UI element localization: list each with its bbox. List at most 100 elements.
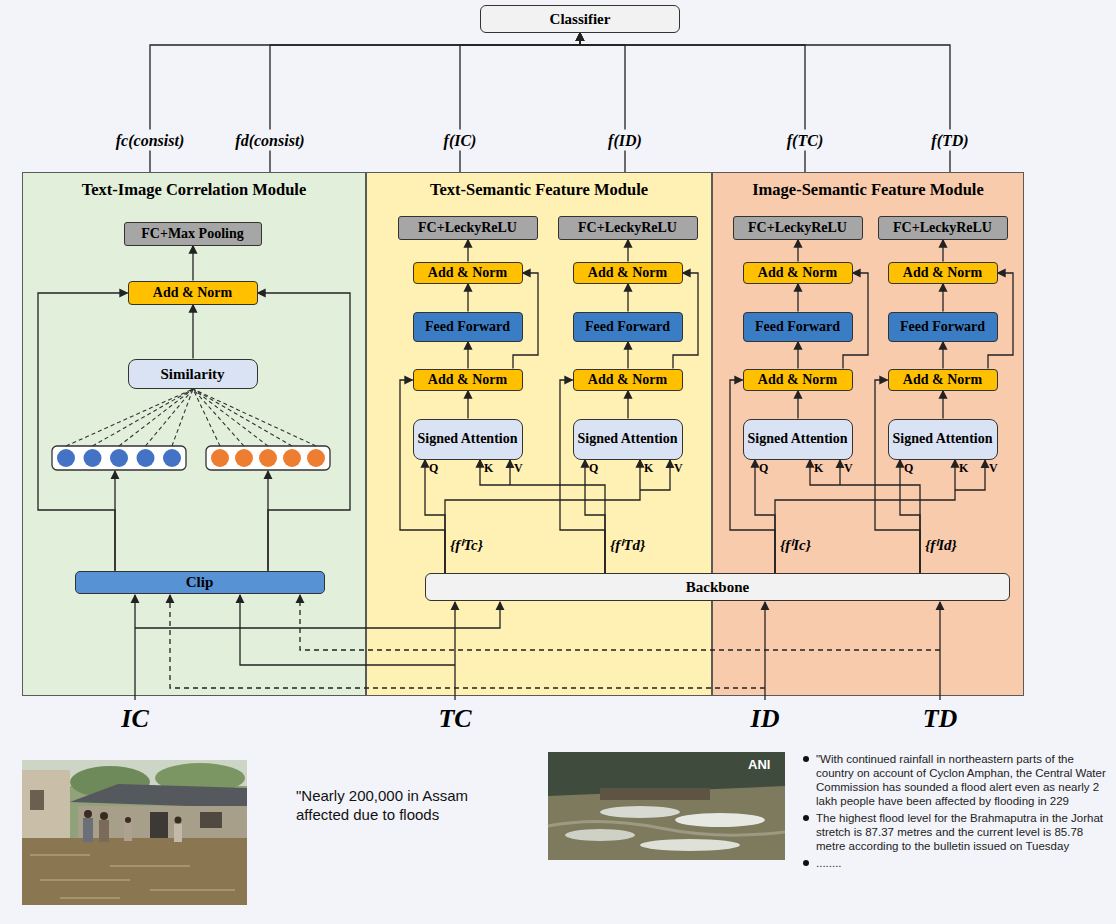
- connector-arrow: [580, 33, 805, 172]
- box-label: Similarity: [160, 366, 224, 382]
- vector-cell: [84, 449, 102, 467]
- bullet-list: "With continued rainfall in northeastern…: [800, 752, 1108, 870]
- box-label: Add & Norm: [153, 285, 232, 301]
- add-norm-box: Add & Norm: [743, 369, 853, 391]
- input-label: TC: [438, 704, 471, 734]
- photo-wall: [78, 806, 247, 842]
- connector-arrow: [797, 342, 798, 369]
- connector-arrow: [900, 460, 920, 574]
- vector-cell: [163, 449, 181, 467]
- connector-arrow: [192, 305, 193, 359]
- vector-cell: [259, 449, 277, 467]
- input-label: ID: [751, 704, 780, 734]
- box-label: Add & Norm: [758, 265, 837, 281]
- connector-arrow: [460, 33, 580, 172]
- feature-label: f(TC): [784, 130, 826, 151]
- value-branch: [509, 460, 510, 485]
- connector-arrow: [797, 284, 798, 312]
- connector-arrow: [467, 391, 468, 419]
- connector-arrow: [585, 460, 605, 574]
- input-wire: [135, 602, 500, 628]
- layout-wires: [115, 460, 985, 700]
- vector-cell: [110, 449, 128, 467]
- box-label: Add & Norm: [903, 372, 982, 388]
- bullet-item: ........: [800, 856, 1108, 870]
- vector-box: [206, 446, 330, 470]
- photo-roof: [70, 784, 247, 808]
- vector-box: [52, 446, 186, 470]
- connector-arrow: [580, 33, 950, 172]
- feature-label: fd(consist): [232, 130, 307, 151]
- feed-forward-box: Feed Forward: [573, 312, 683, 342]
- connector-arrow: [150, 33, 580, 172]
- news-text: The highest flood level for the Brahmapu…: [816, 811, 1108, 853]
- headline-text: "Nearly 200,000 in Assam affected due to…: [296, 786, 486, 824]
- connector-arrow: [560, 380, 605, 573]
- photo-window: [30, 790, 44, 810]
- attention-input-label: V: [844, 461, 853, 475]
- backbone-box: Backbone: [425, 573, 1010, 601]
- connector-arrow: [627, 391, 628, 419]
- dashed-link: [172, 389, 193, 446]
- photo-person: [174, 824, 182, 842]
- attention-input-label: K: [484, 461, 493, 475]
- input-wire: [939, 602, 940, 700]
- similarity-box: Similarity: [128, 359, 258, 389]
- dashed-link: [193, 389, 316, 446]
- connector-arrow: [775, 460, 955, 574]
- connector-arrow: [942, 342, 943, 369]
- dashed-link: [66, 389, 193, 446]
- bullet-dot: [803, 860, 809, 866]
- photo-person: [124, 823, 132, 841]
- box-label: Classifier: [550, 11, 611, 27]
- connector-arrow: [467, 342, 468, 369]
- photo-wall: [600, 788, 710, 800]
- photo-ground: [22, 760, 247, 905]
- connector-arrow: [797, 391, 798, 419]
- signed-attention-box: Signed Attention: [888, 419, 998, 460]
- value-branch: [839, 460, 840, 485]
- watermark: ANI: [748, 757, 770, 772]
- feed-forward-box: Feed Forward: [743, 312, 853, 342]
- photo-person: [99, 820, 109, 842]
- photo-window: [200, 812, 222, 828]
- box-label: Signed Attention: [748, 431, 848, 447]
- bullet-dot: [803, 815, 809, 821]
- input-label: IC: [121, 704, 148, 734]
- feature-label: f(IC): [441, 130, 480, 151]
- photo-person: [100, 812, 108, 820]
- feature-label: f(TD): [928, 130, 971, 151]
- photo-person: [83, 818, 93, 842]
- dashed-input-wire: [170, 595, 765, 688]
- box-label: Add & Norm: [903, 265, 982, 281]
- value-branch: [955, 460, 985, 490]
- connector-arrow: [627, 342, 628, 369]
- connector-arrow: [513, 273, 538, 369]
- photo-wave: [600, 806, 680, 818]
- attention-input-label: K: [959, 461, 968, 475]
- feature-set-label: {fⁱId}: [925, 536, 957, 554]
- box-label: FC+LeckyReLU: [893, 220, 992, 236]
- box-label: FC+Max Pooling: [141, 226, 243, 242]
- photo-wave: [640, 839, 740, 851]
- bullet-item: The highest flood level for the Brahmapu…: [800, 811, 1108, 853]
- input-wire: [134, 595, 135, 700]
- attention-input-label: Q: [429, 461, 438, 475]
- dashed-link: [93, 389, 194, 446]
- photo-person: [125, 817, 131, 823]
- add-norm-box: Add & Norm: [573, 369, 683, 391]
- feature-set-label: {fⁱTd}: [610, 536, 645, 554]
- connector-arrow: [810, 460, 920, 574]
- signed-attention-box: Signed Attention: [573, 419, 683, 460]
- bullet-item: "With continued rainfall in northeastern…: [800, 752, 1108, 808]
- box-label: Signed Attention: [578, 431, 678, 447]
- photo-current: [548, 821, 785, 835]
- connector-arrow: [258, 293, 351, 571]
- feature-label: f(ID): [605, 130, 645, 151]
- vector-cell: [283, 449, 301, 467]
- vector-cell: [137, 449, 155, 467]
- photo-water: [22, 838, 247, 905]
- input-wire: [240, 595, 455, 665]
- value-branch: [640, 460, 670, 490]
- vector-cell: [307, 449, 325, 467]
